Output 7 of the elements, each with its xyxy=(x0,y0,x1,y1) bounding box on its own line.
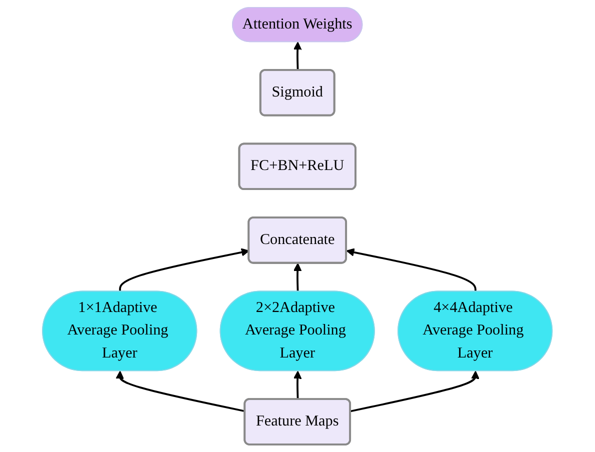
arrow xyxy=(116,370,246,412)
arrow xyxy=(119,248,250,292)
arrow xyxy=(294,370,302,400)
arrow xyxy=(350,370,480,412)
arrow xyxy=(346,248,477,292)
arrow xyxy=(294,262,302,292)
arrow xyxy=(294,42,302,70)
